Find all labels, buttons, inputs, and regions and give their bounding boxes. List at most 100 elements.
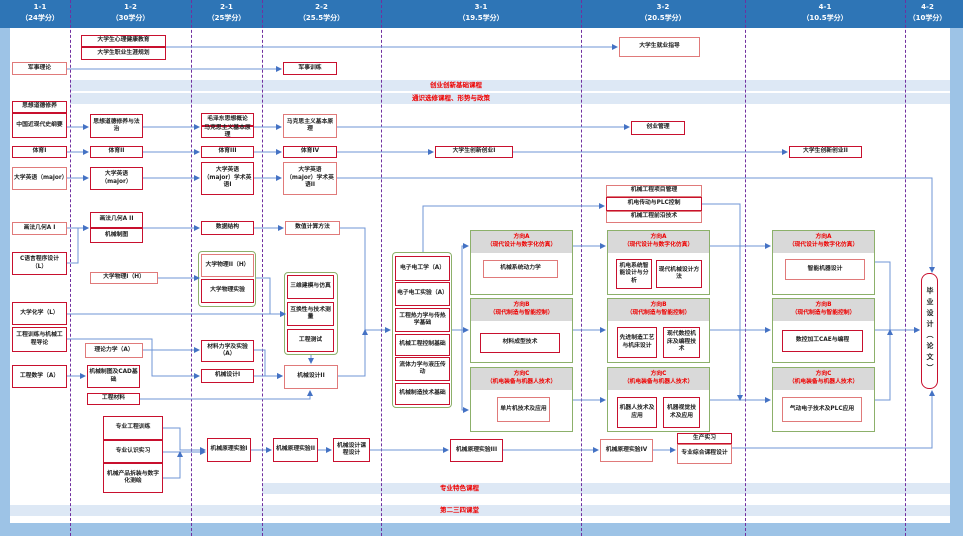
course-b32a[interactable]: 先进制造工艺与机床设计 [617, 327, 657, 358]
course-moral[interactable]: 思想道德修养 [12, 101, 67, 113]
semester-divider [70, 0, 71, 536]
course-comp-design[interactable]: 专业综合课程设计 [677, 444, 732, 464]
course-theomech[interactable]: 理论力学（A） [85, 343, 143, 358]
course-intro[interactable]: 工程训练与机械工程导论 [12, 327, 67, 352]
course-model3d[interactable]: 三维建模与仿真 [287, 275, 334, 299]
semester-2-2: 2-2（25.5学分） [262, 2, 381, 28]
course-graduation[interactable]: 毕业设计（论文） [921, 273, 938, 389]
course-mil-theory[interactable]: 军事理论 [12, 62, 67, 75]
course-cog-prac[interactable]: 专业认识实习 [103, 440, 163, 463]
course-physlab[interactable]: 大学物理实验 [201, 279, 254, 303]
course-a31[interactable]: 机械系统动力学 [483, 260, 558, 278]
course-c32a[interactable]: 机器人技术及应用 [617, 397, 657, 428]
course-mil-train[interactable]: 军事训练 [283, 62, 337, 75]
semester-divider [581, 0, 582, 536]
course-pe4[interactable]: 体育IV [283, 146, 337, 158]
course-pe2[interactable]: 体育II [90, 146, 143, 158]
course-employ[interactable]: 大学生就业指导 [619, 37, 700, 57]
course-numcalc[interactable]: 数值计算方法 [285, 221, 340, 235]
course-career[interactable]: 大学生职业生涯规划 [81, 47, 166, 60]
course-engmath[interactable]: 工程数学（A） [12, 365, 67, 388]
band-general-label: 通识选修课程、形势与政策 [412, 94, 490, 102]
band-specialty-label: 专业特色课程 [440, 484, 479, 492]
course-marx[interactable]: 马克思主义基本原理 [283, 114, 337, 138]
course-elec[interactable]: 电子电工学（A） [395, 256, 450, 281]
course-innov1[interactable]: 大学生创新创业I [435, 146, 513, 158]
course-plc[interactable]: 机电传动与PLC控制 [606, 197, 702, 211]
direction-header: 方向B（现代制造与智能控制） [471, 299, 572, 321]
semester-term: 2-1 [220, 3, 233, 11]
course-moral2[interactable]: 思想道德修养与法治 [90, 114, 143, 138]
direction-topic: （现代制造与智能控制） [489, 310, 554, 316]
course-lab4[interactable]: 机械原理实验IV [600, 439, 653, 462]
course-chem[interactable]: 大学化学（L） [12, 302, 67, 325]
course-draw2[interactable]: 画法几何A II [90, 212, 143, 228]
course-mfg[interactable]: 机械工程控制基础 [395, 334, 450, 356]
course-matmech[interactable]: 材料力学及实验（A） [201, 340, 254, 362]
course-testing[interactable]: 工程测试 [287, 329, 334, 352]
course-fluid[interactable]: 工程热力学与传热学基础 [395, 308, 450, 332]
direction-name: 方向A [513, 234, 530, 240]
course-frontier[interactable]: 机械工程前沿技术 [606, 211, 702, 223]
course-innov2[interactable]: 大学生创新创业II [789, 146, 862, 158]
direction-topic: （现代设计与数字化仿真） [486, 242, 557, 248]
band-general: 通识选修课程、形势与政策 [70, 93, 950, 104]
course-eng3[interactable]: 大学英语（major）学术英语I [201, 162, 254, 195]
course-mao1[interactable]: 毛泽东思想概论 [201, 113, 254, 126]
frame-left [0, 28, 10, 536]
course-pe3[interactable]: 体育III [201, 146, 254, 158]
course-tolerance[interactable]: 互换性与技术测量 [287, 302, 334, 326]
direction-header: 方向A（现代设计与数字化仿真） [773, 231, 874, 253]
course-history[interactable]: 中国近现代史纲要 [12, 113, 67, 138]
course-design2[interactable]: 机械设计II [284, 365, 338, 389]
semester-credits: （10学分） [908, 14, 947, 22]
course-psych[interactable]: 大学生心理健康教育 [81, 35, 166, 47]
course-eleclab[interactable]: 电子电工实验（A） [395, 282, 450, 306]
course-eng2[interactable]: 大学英语（major） [90, 167, 143, 190]
course-material[interactable]: 工程材料 [87, 393, 140, 405]
course-course-design[interactable]: 机械设计课程设计 [333, 438, 370, 462]
course-a32a[interactable]: 机电系统智能设计与分析 [616, 259, 652, 289]
course-eng1[interactable]: 大学英语（major） [12, 167, 68, 190]
course-lab1[interactable]: 机械原理实验I [207, 438, 251, 462]
course-cad[interactable]: 机械制图及CAD基础 [87, 365, 140, 388]
course-pm[interactable]: 机械工程项目管理 [606, 185, 702, 197]
course-marx2[interactable]: 创业管理 [631, 121, 685, 135]
course-disassembly[interactable]: 机械产品拆装与数字化测绘 [103, 463, 163, 493]
course-lab2[interactable]: 机械原理实验II [273, 438, 318, 462]
course-phys2[interactable]: 大学物理II（H） [201, 254, 254, 277]
course-pe1[interactable]: 体育I [12, 146, 67, 158]
semester-credits: （25学分） [207, 14, 246, 22]
course-mfgtech[interactable]: 机械制造技术基础 [395, 383, 450, 405]
course-c31[interactable]: 单片机技术及应用 [497, 397, 550, 422]
course-b41[interactable]: 数控加工CAE与编程 [782, 330, 863, 352]
course-b31[interactable]: 材料成型技术 [480, 333, 560, 353]
course-mao2[interactable]: 马克思主义基本原理 [201, 125, 254, 138]
direction-name: 方向A [650, 234, 667, 240]
course-prog[interactable]: 数据结构 [201, 221, 254, 235]
semester-term: 1-1 [33, 3, 47, 11]
course-proj-train[interactable]: 专业工程训练 [103, 416, 163, 440]
course-a32b[interactable]: 现代机械设计方法 [656, 260, 702, 288]
course-b32b[interactable]: 现代数控机床及编程技术 [663, 327, 700, 358]
direction-header: 方向B（现代制造与智能控制） [773, 299, 874, 321]
band-classrooms: 第二三四课堂 [10, 505, 950, 516]
direction-topic: （现代制造与智能控制） [791, 310, 856, 316]
direction-topic: （机电装备与机器人技术） [623, 379, 694, 385]
course-c41[interactable]: 气动电子技术及PLC应用 [782, 397, 862, 422]
course-c32b[interactable]: 机器视觉技术及应用 [663, 397, 700, 428]
course-eng4[interactable]: 大学英语（major）学术英语II [283, 162, 337, 195]
course-phys1[interactable]: 大学物理I（H） [90, 272, 158, 284]
course-cprog[interactable]: C语言程序设计（L） [12, 252, 67, 275]
direction-header: 方向A（现代设计与数字化仿真） [608, 231, 709, 253]
direction-header: 方向B（现代制造与智能控制） [608, 299, 709, 321]
course-hydraulic[interactable]: 流体力学与液压传动 [395, 357, 450, 381]
semester-4-2: 4-2（10学分） [905, 2, 950, 28]
course-draw1[interactable]: 画法几何A I [12, 222, 67, 235]
course-prod-prac[interactable]: 生产实习 [677, 433, 732, 444]
course-lab3[interactable]: 机械原理实验III [450, 439, 503, 462]
semester-1-1: 1-1（24学分） [10, 2, 70, 28]
course-a41[interactable]: 智能机器设计 [785, 259, 865, 280]
course-draw3[interactable]: 机械制图 [90, 228, 143, 243]
course-design1[interactable]: 机械设计I [201, 369, 254, 383]
